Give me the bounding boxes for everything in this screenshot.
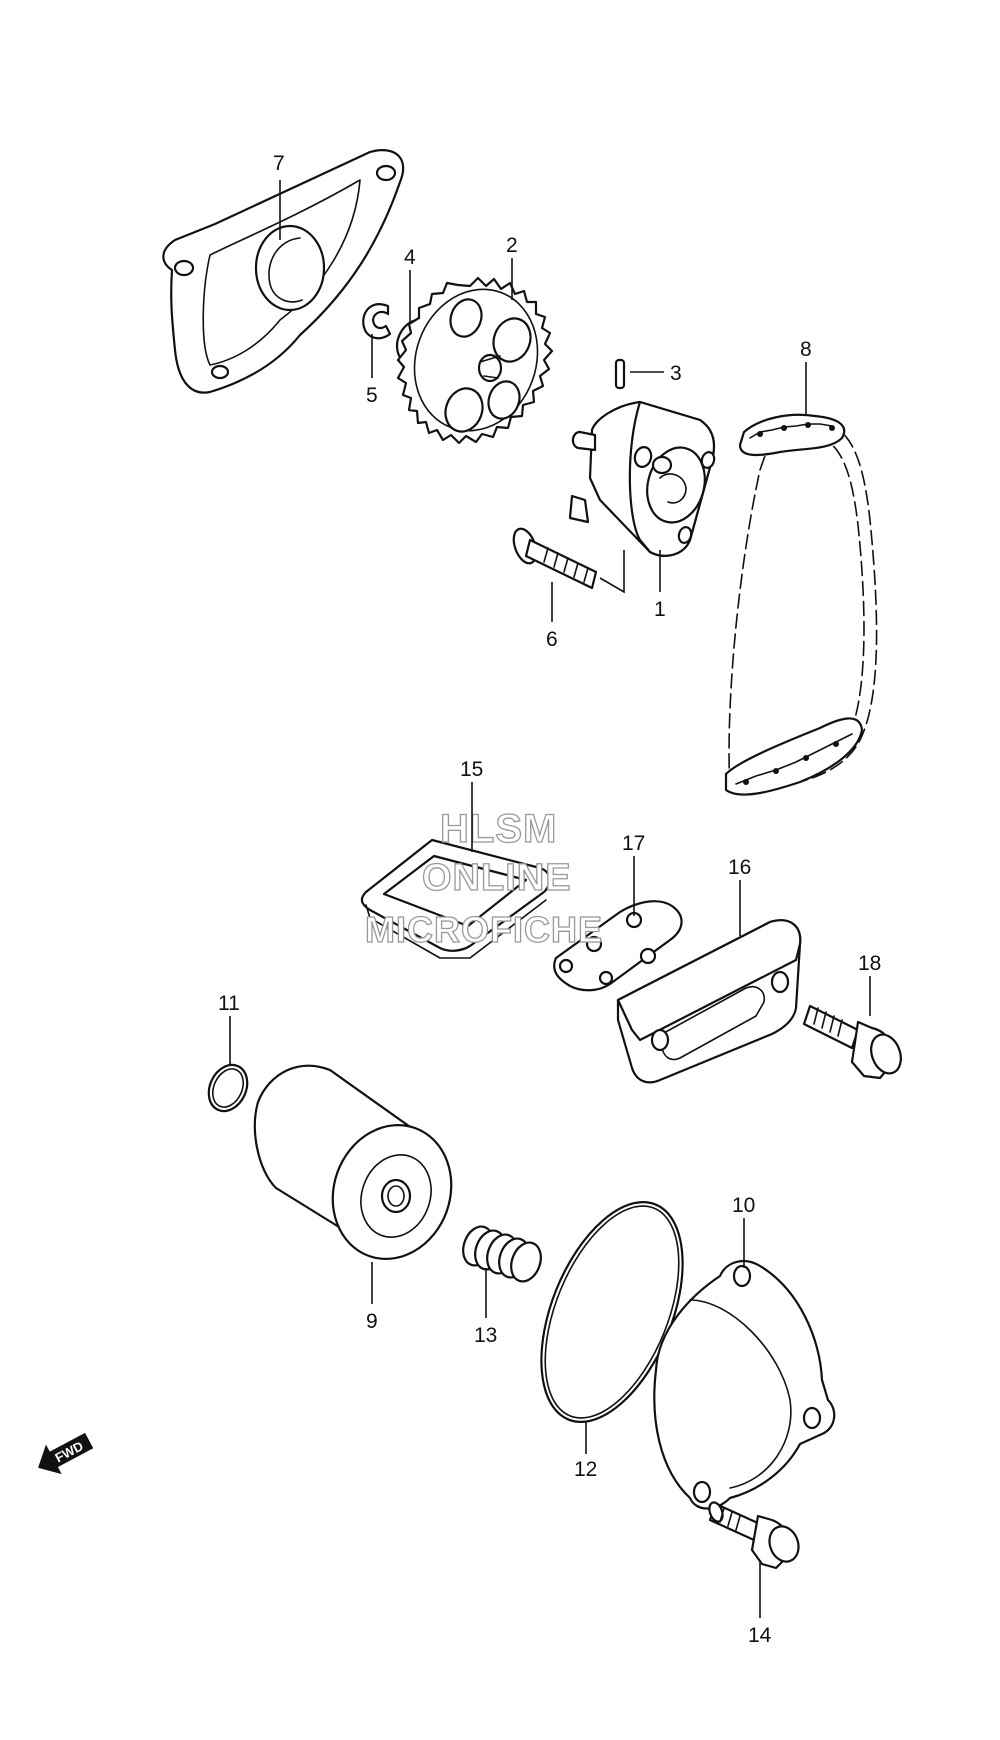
fwd-label: FWD xyxy=(53,1438,86,1465)
callout-11: 11 xyxy=(218,992,240,1015)
callout-14: 14 xyxy=(748,1624,772,1647)
callout-2: 2 xyxy=(506,234,518,257)
callout-5: 5 xyxy=(366,384,378,407)
watermark-line-3: MICROFICHE xyxy=(365,909,603,950)
drive-chain-part xyxy=(724,413,878,796)
callout-10: 10 xyxy=(732,1194,755,1217)
oil-strainer-part xyxy=(360,838,551,959)
oil-filter-part xyxy=(253,1064,453,1261)
fwd-arrow-icon: FWD xyxy=(38,1432,94,1475)
callout-13: 13 xyxy=(474,1324,497,1347)
callout-8: 8 xyxy=(800,338,812,361)
watermark: HLSM ONLINE MICROFICHE xyxy=(364,806,603,950)
e-clip-part xyxy=(362,303,392,340)
callout-7: 7 xyxy=(273,152,285,175)
callout-numbers: 7 2 4 5 3 8 6 1 15 17 16 18 11 10 9 13 1… xyxy=(218,152,881,1647)
pump-bracket-line xyxy=(599,550,625,594)
callout-16: 16 xyxy=(728,856,751,879)
callout-18: 18 xyxy=(858,952,881,975)
bolt-18-part xyxy=(802,1004,902,1080)
drive-gear-part xyxy=(396,276,554,445)
small-o-ring-part xyxy=(207,1063,249,1113)
callout-9: 9 xyxy=(366,1310,378,1333)
watermark-line-2: ONLINE xyxy=(422,857,572,899)
callout-6: 6 xyxy=(546,628,558,651)
watermark-line-1: HLSM xyxy=(440,807,557,851)
callout-12: 12 xyxy=(574,1458,597,1481)
callout-15: 15 xyxy=(460,758,483,781)
callout-1: 1 xyxy=(654,598,666,621)
pump-cover-plate-part xyxy=(162,149,405,394)
oil-pump-body-part xyxy=(568,400,716,557)
callout-17: 17 xyxy=(622,832,645,855)
strainer-cover-part xyxy=(616,919,802,1084)
gasket-part xyxy=(553,900,683,992)
spring-part xyxy=(462,1225,542,1283)
leader-lines xyxy=(229,180,871,1618)
pin-part xyxy=(614,358,626,390)
screw-part xyxy=(512,527,598,590)
callout-4: 4 xyxy=(404,246,416,269)
callout-3: 3 xyxy=(670,362,682,385)
bolt-14-part xyxy=(708,1501,800,1570)
filter-cap-part xyxy=(653,1259,836,1510)
